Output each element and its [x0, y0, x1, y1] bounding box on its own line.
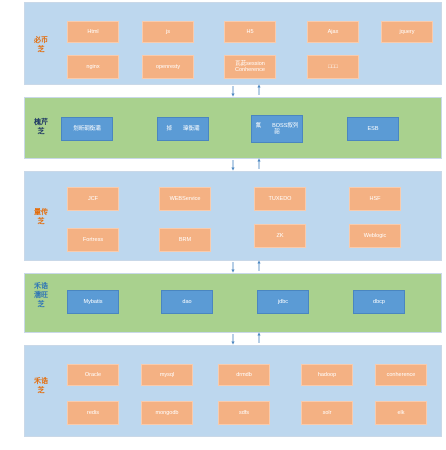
- node-box: elk: [375, 401, 427, 425]
- node-box: Html: [67, 21, 119, 43]
- node-box: dbcp: [353, 290, 405, 314]
- node-box: sdfs: [218, 401, 270, 425]
- node-box: nginx: [67, 55, 119, 79]
- layer-data: 禾诰芝 Oracle mysql drmdb hadoop conherence…: [24, 345, 442, 437]
- layer-presentation: 必币芝 Html js H5 Ajax jquery nginx openres…: [24, 2, 442, 85]
- node-box: H5: [224, 21, 276, 43]
- node-box: 划昕碉衡灞: [61, 117, 113, 141]
- node-box: jquery: [381, 21, 433, 43]
- node-box: solr: [301, 401, 353, 425]
- layer-data-access: 禾诰濡旺芝 Mybatis dao jdbc dbcp: [24, 273, 442, 333]
- node-box: hadoop: [301, 364, 353, 386]
- node-box: HSF: [349, 187, 401, 211]
- node-box: Mybatis: [67, 290, 119, 314]
- node-box: Ajax: [307, 21, 359, 43]
- layer-business: 槐芹芝 划昕碉衡灞 掉 瑋衡灞 氟 BOSS叙列 韶 ESB: [24, 97, 442, 159]
- node-box: conherence: [375, 364, 427, 386]
- node-box: □□□: [307, 55, 359, 79]
- node-box: Weblogic: [349, 224, 401, 248]
- node-box: drmdb: [218, 364, 270, 386]
- node-box: WEBService: [159, 187, 211, 211]
- node-box: mysql: [141, 364, 193, 386]
- node-box: Fortress: [67, 228, 119, 252]
- layer-label: 必币芝: [34, 37, 48, 53]
- node-box: JCF: [67, 187, 119, 211]
- node-box: dao: [161, 290, 213, 314]
- layer-label: 禾诰濡旺芝: [34, 283, 48, 308]
- node-box: BRM: [159, 228, 211, 252]
- node-box: 掉 瑋衡灞: [157, 117, 209, 141]
- layer-service: 量传芝 JCF WEBService TUXEDO HSF Fortress B…: [24, 171, 442, 261]
- layer-label: 槐芹芝: [34, 119, 48, 135]
- node-box: ESB: [347, 117, 399, 141]
- layer-label: 禾诰芝: [34, 378, 48, 394]
- node-box: TUXEDO: [254, 187, 306, 211]
- node-box: Oracle: [67, 364, 119, 386]
- node-box: openresty: [142, 55, 194, 79]
- node-box: jdbc: [257, 290, 309, 314]
- node-box: ZK: [254, 224, 306, 248]
- node-box: mongodb: [141, 401, 193, 425]
- node-box: js: [142, 21, 194, 43]
- node-box: redis: [67, 401, 119, 425]
- layer-label: 量传芝: [34, 209, 48, 225]
- node-box: 瓦茈session Conherence: [224, 55, 276, 79]
